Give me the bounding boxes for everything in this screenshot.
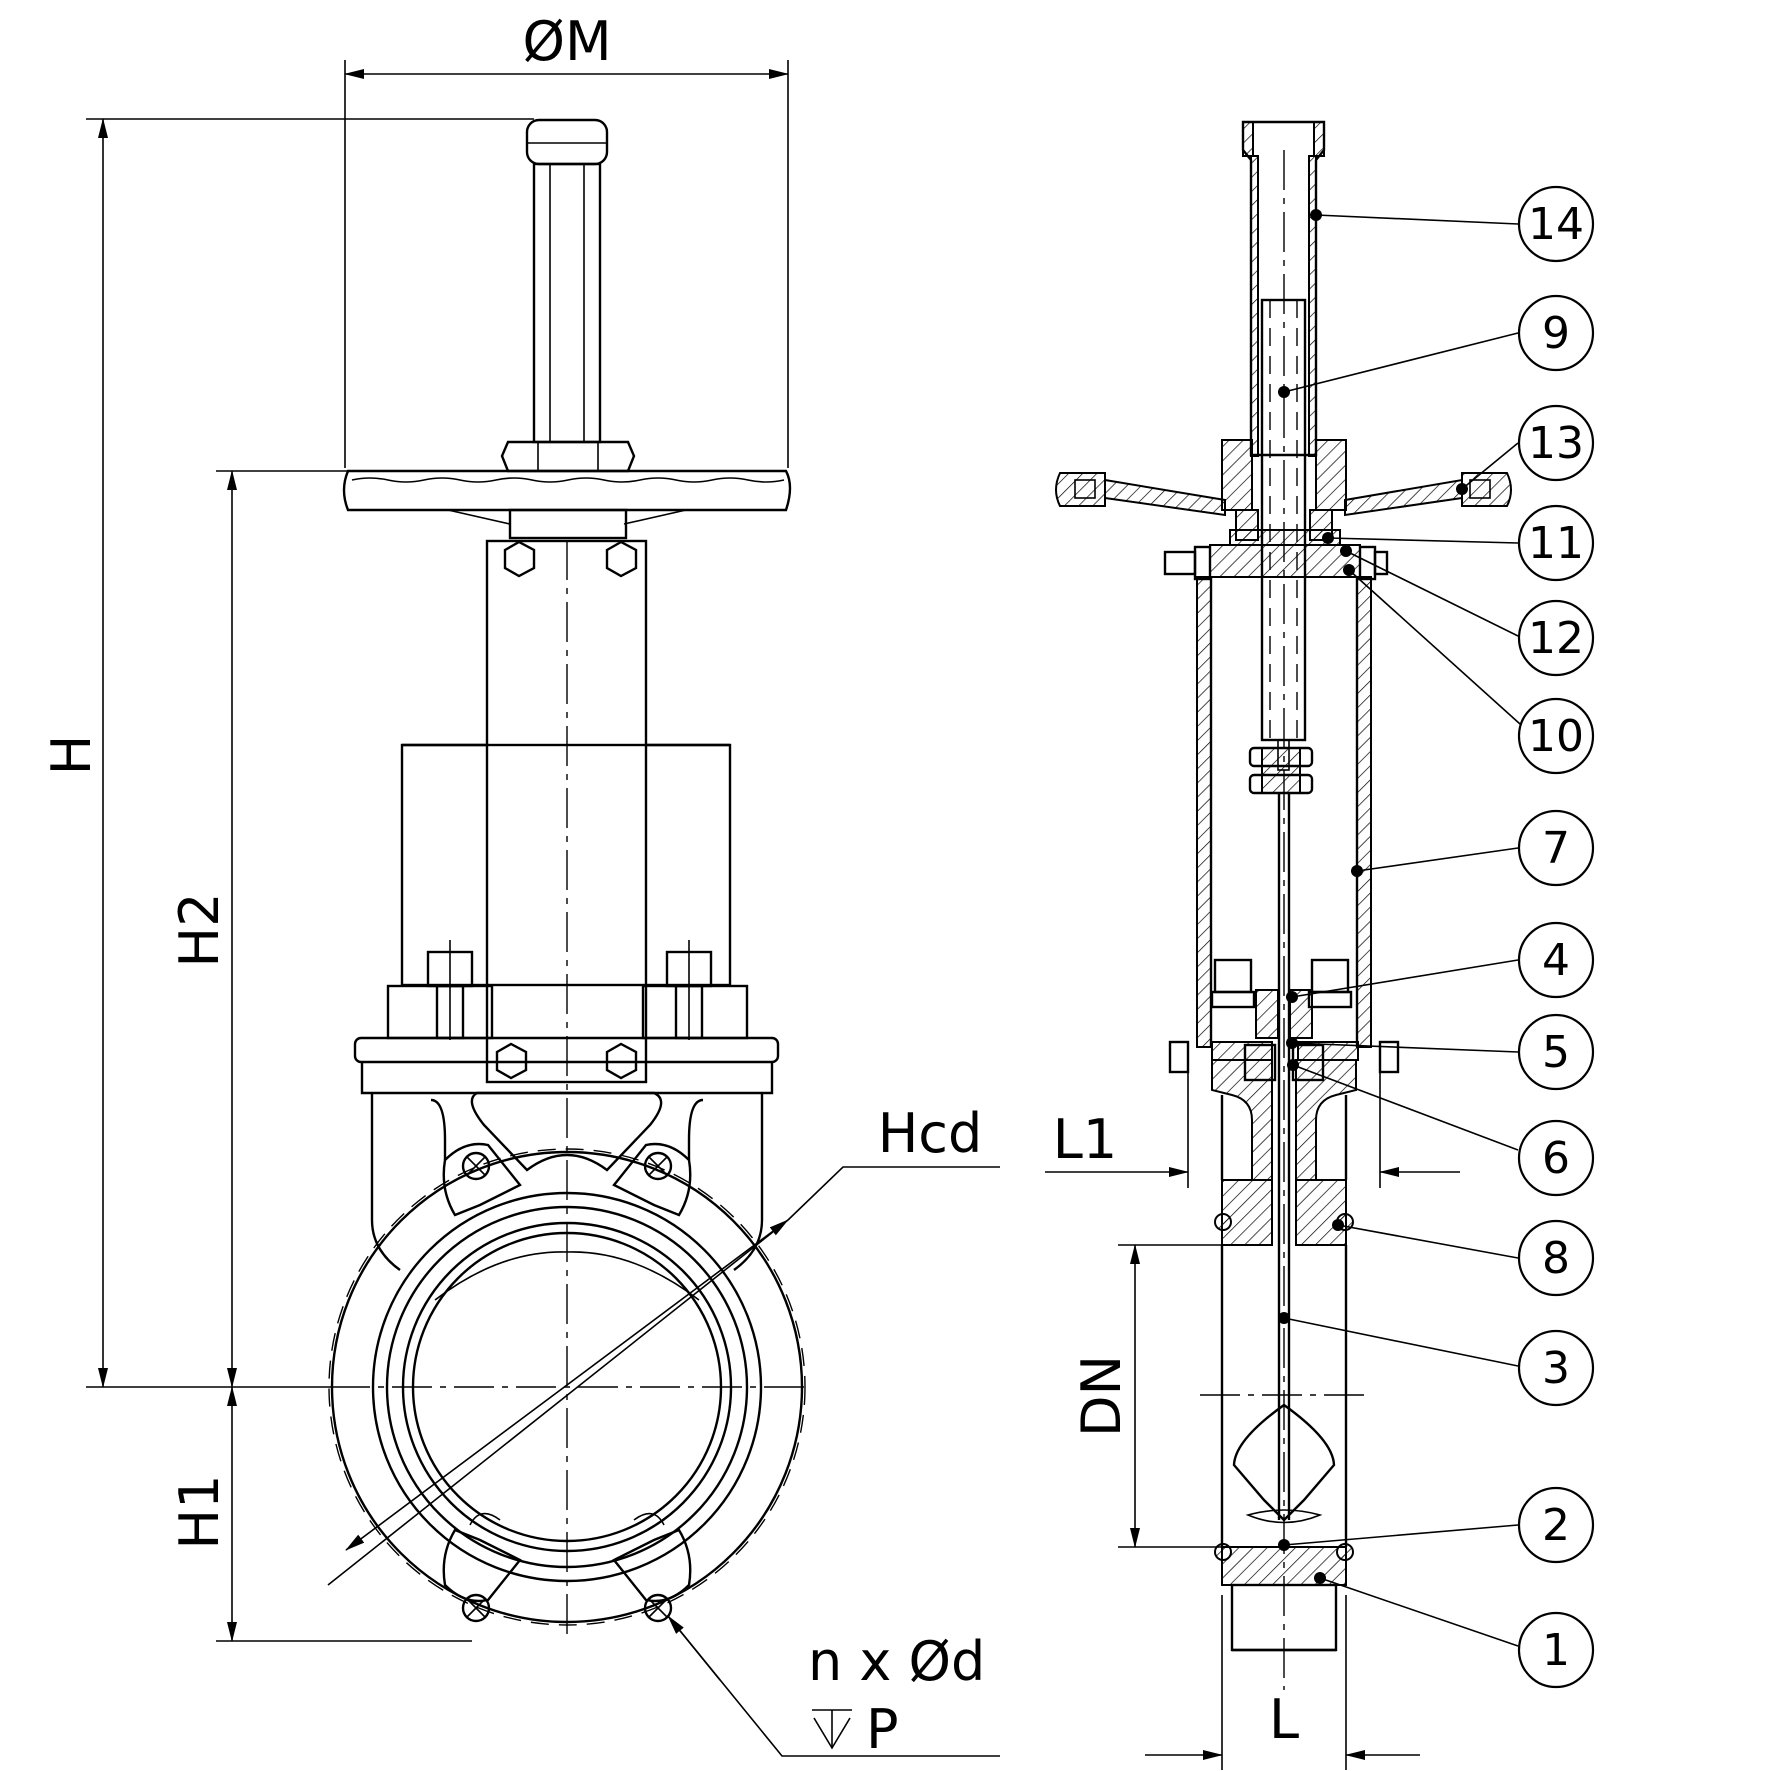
- balloon-callouts: 14 9 13 11 12 10 7: [1278, 185, 1595, 1689]
- balloon-1: 1: [1314, 1572, 1595, 1689]
- front-dimensions: ØM H H2 H1 Hcd n x Ød P: [40, 10, 1000, 1761]
- balloon-2: 2: [1278, 1486, 1595, 1564]
- balloon-5: 5: [1286, 1013, 1595, 1091]
- dim-Hcd-label: Hcd: [878, 1102, 983, 1165]
- dim-DN-label: DN: [1070, 1355, 1133, 1437]
- dim-H1-label: H1: [168, 1475, 231, 1550]
- handwheel-section: [1055, 472, 1512, 517]
- balloon-12: 12: [1340, 545, 1595, 677]
- balloon-7: 7: [1351, 809, 1595, 887]
- side-gland-bolts: [1210, 958, 1353, 1039]
- balloon-6: 6: [1287, 1059, 1595, 1197]
- side-dimensions: L1 DN L: [1045, 1072, 1460, 1770]
- balloon-13: 13: [1456, 404, 1595, 495]
- stem-assembly: [500, 118, 636, 540]
- balloon-3: 3: [1278, 1312, 1595, 1407]
- balloon-14: 14: [1310, 185, 1595, 263]
- svg-text:10: 10: [1528, 711, 1584, 762]
- depth-symbol: [812, 1709, 852, 1750]
- handwheel: [342, 469, 792, 525]
- svg-text:14: 14: [1528, 199, 1584, 250]
- svg-text:4: 4: [1542, 935, 1570, 986]
- bonnet-body: [1196, 576, 1372, 1048]
- stem-connector: [1248, 746, 1314, 1520]
- o-rings: [1214, 1213, 1354, 1561]
- balloon-4: 4: [1286, 921, 1595, 1003]
- dim-H-label: H: [40, 735, 103, 776]
- svg-text:9: 9: [1542, 308, 1570, 359]
- svg-text:7: 7: [1542, 823, 1570, 874]
- side-body-walls: [1220, 1245, 1348, 1547]
- svg-text:2: 2: [1542, 1500, 1570, 1551]
- dim-depth-label: P: [866, 1698, 899, 1761]
- balloon-9: 9: [1278, 294, 1595, 398]
- svg-text:12: 12: [1528, 613, 1584, 664]
- dim-L1-label: L1: [1053, 1108, 1117, 1171]
- dim-L-label: L: [1269, 1688, 1299, 1751]
- svg-text:1: 1: [1542, 1625, 1570, 1676]
- svg-text:3: 3: [1542, 1343, 1570, 1394]
- dim-holes-label: n x Ød: [808, 1630, 985, 1693]
- svg-text:6: 6: [1542, 1133, 1570, 1184]
- balloon-11: 11: [1322, 504, 1595, 582]
- side-body-flange: [1168, 1040, 1400, 1246]
- svg-text:5: 5: [1542, 1027, 1570, 1078]
- yoke: [400, 539, 732, 1084]
- dim-M-label: ØM: [522, 10, 611, 73]
- stem-cover: [1241, 120, 1326, 457]
- svg-text:8: 8: [1542, 1233, 1570, 1284]
- front-view: [328, 118, 806, 1635]
- side-view: [1055, 120, 1512, 1690]
- dim-H2-label: H2: [168, 893, 231, 968]
- svg-text:13: 13: [1528, 418, 1584, 469]
- balloon-8: 8: [1332, 1219, 1595, 1297]
- balloon-10: 10: [1343, 564, 1595, 775]
- svg-text:11: 11: [1528, 518, 1584, 569]
